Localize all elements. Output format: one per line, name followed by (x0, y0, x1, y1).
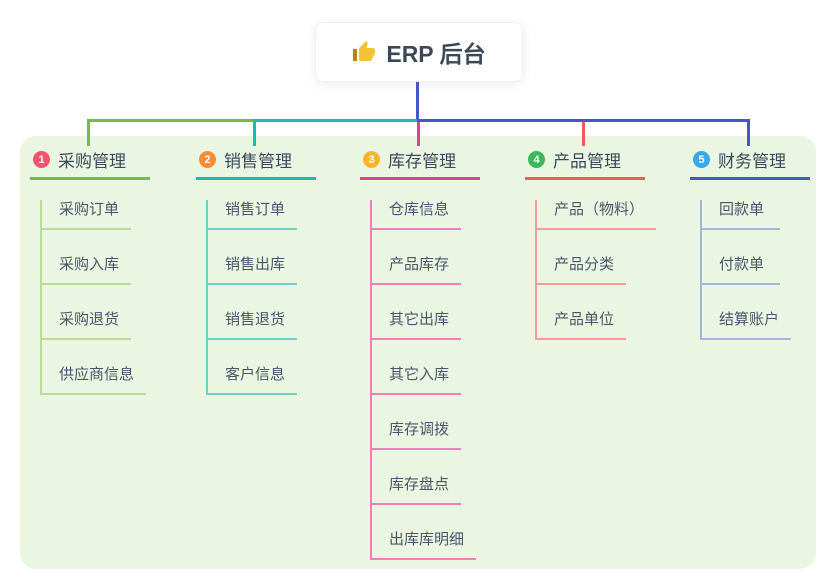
branch-column-5: 5 财务管理 回款单付款单结算账户 (690, 147, 810, 340)
branch-column-4: 4 产品管理 产品（物料） 产品分类产品单位 (525, 147, 657, 340)
branch-number-badge: 3 (363, 151, 380, 168)
child-node[interactable]: 出库库明细 (372, 530, 477, 560)
branch-title-label: 财务管理 (718, 152, 786, 171)
branch-column-1: 1 采购管理 采购订单采购入库采购退货供应商信息 (30, 147, 150, 395)
child-node[interactable]: 客户信息 (208, 365, 298, 395)
child-node[interactable]: 库存盘点 (372, 475, 462, 505)
branch-drop-line (582, 121, 585, 146)
child-node[interactable]: 结算账户 (702, 310, 792, 340)
child-node[interactable]: 其它入库 (372, 365, 462, 395)
root-node[interactable]: ERP 后台 (315, 22, 523, 82)
branch-number-badge: 5 (693, 151, 710, 168)
branch-title-label: 产品管理 (553, 152, 621, 171)
branch-number-badge: 2 (199, 151, 216, 168)
connector-segment (253, 119, 417, 122)
branch-title-node[interactable]: 5 财务管理 (690, 147, 810, 180)
child-node[interactable]: 产品（物料） (537, 200, 657, 230)
branch-children: 产品（物料） 产品分类产品单位 (535, 200, 657, 340)
branch-children: 仓库信息产品库存其它出库其它入库库存调拨库存盘点出库库明细 (370, 200, 477, 560)
branch-title-node[interactable]: 3 库存管理 (360, 147, 480, 180)
branch-title-node[interactable]: 4 产品管理 (525, 147, 645, 180)
branch-number-badge: 4 (528, 151, 545, 168)
branches-background-panel (20, 136, 816, 569)
branch-column-3: 3 库存管理 仓库信息产品库存其它出库其它入库库存调拨库存盘点出库库明细 (360, 147, 480, 560)
branch-title-label: 销售管理 (224, 152, 292, 171)
branch-title-label: 采购管理 (58, 152, 126, 171)
child-node[interactable]: 销售出库 (208, 255, 298, 285)
branch-title-node[interactable]: 1 采购管理 (30, 147, 150, 180)
child-node[interactable]: 其它出库 (372, 310, 462, 340)
branch-column-2: 2 销售管理 销售订单销售出库销售退货客户信息 (196, 147, 316, 395)
child-node[interactable]: 付款单 (702, 255, 780, 285)
child-node[interactable]: 回款单 (702, 200, 780, 230)
root-trunk-line (416, 82, 419, 122)
child-node[interactable]: 库存调拨 (372, 420, 462, 450)
child-node[interactable]: 供应商信息 (42, 365, 147, 395)
connector-segment (417, 119, 750, 122)
thumbs-up-icon (353, 41, 376, 61)
child-node[interactable]: 产品单位 (537, 310, 627, 340)
branch-number-badge: 1 (33, 151, 50, 168)
branch-children: 回款单付款单结算账户 (700, 200, 792, 340)
child-node[interactable]: 采购退货 (42, 310, 132, 340)
branch-children: 销售订单销售出库销售退货客户信息 (206, 200, 298, 395)
branch-drop-line (253, 121, 256, 146)
root-node-label: ERP 后台 (386, 41, 486, 67)
child-node[interactable]: 产品库存 (372, 255, 462, 285)
child-node[interactable]: 销售订单 (208, 200, 298, 230)
branch-title-node[interactable]: 2 销售管理 (196, 147, 316, 180)
child-node[interactable]: 采购订单 (42, 200, 132, 230)
child-node[interactable]: 销售退货 (208, 310, 298, 340)
branch-title-label: 库存管理 (388, 152, 456, 171)
branch-drop-line (87, 121, 90, 146)
child-node[interactable]: 仓库信息 (372, 200, 462, 230)
branch-children: 采购订单采购入库采购退货供应商信息 (40, 200, 147, 395)
child-node[interactable]: 产品分类 (537, 255, 627, 285)
child-node[interactable]: 采购入库 (42, 255, 132, 285)
branch-drop-line (417, 121, 420, 146)
branch-drop-line (747, 121, 750, 146)
connector-segment (87, 119, 253, 122)
